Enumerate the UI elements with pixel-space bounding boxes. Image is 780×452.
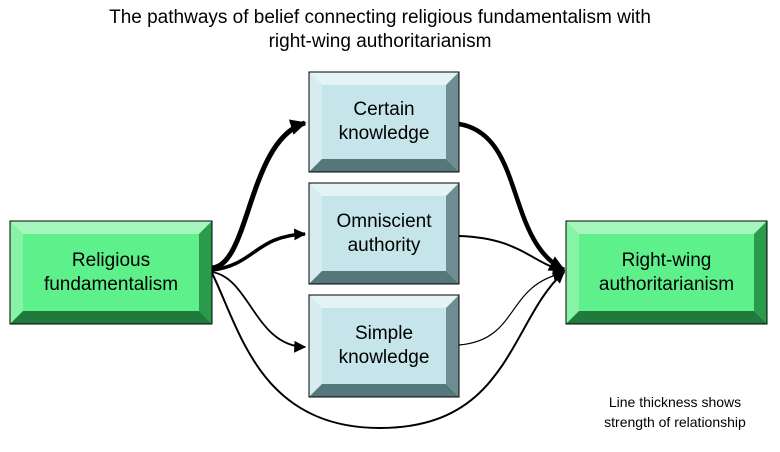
diagram-title: The pathways of belief connecting religi… <box>0 6 760 54</box>
note-line-1: Line thickness shows <box>608 394 742 410</box>
rwa-line-1: Right-wing <box>621 249 712 271</box>
omniscient-line-1: Omniscient <box>336 210 432 232</box>
simple-line-2: knowledge <box>338 347 430 368</box>
simple-knowledge-label: Simple knowledge <box>322 308 446 384</box>
right-wing-authoritarianism-label: Right-wing authoritarianism <box>579 234 754 311</box>
arrow-religious-to-rwa <box>211 271 565 430</box>
certain-line-1: Certain <box>353 99 415 120</box>
title-line-2: right-wing authoritarianism <box>268 31 492 52</box>
simple-knowledge-box <box>308 294 460 398</box>
rwa-line-2: authoritarianism <box>598 273 735 295</box>
arrow-religious-to-omniscient <box>211 228 307 272</box>
arrow-religious-to-certain <box>211 119 307 271</box>
line-thickness-note: Line thickness shows strength of relatio… <box>575 392 775 432</box>
certain-knowledge-label: Certain knowledge <box>322 85 446 159</box>
certain-line-2: knowledge <box>338 123 430 144</box>
certain-knowledge-box <box>308 71 460 173</box>
title-line-1: The pathways of belief connecting religi… <box>109 7 651 28</box>
religious-line-1: Religious <box>71 249 151 271</box>
right-wing-authoritarianism-box <box>565 220 768 325</box>
omniscient-authority-box <box>308 182 460 285</box>
omniscient-authority-label: Omniscient authority <box>322 196 446 271</box>
religious-line-2: fundamentalism <box>43 273 179 295</box>
omniscient-line-2: authority <box>347 234 421 256</box>
note-line-2: strength of relationship <box>604 414 746 430</box>
arrow-certain-to-rwa <box>458 121 566 273</box>
arrow-religious-to-simple <box>211 271 307 353</box>
religious-fundamentalism-label: Religious fundamentalism <box>23 234 199 311</box>
simple-line-1: Simple <box>354 323 414 344</box>
religious-fundamentalism-box <box>9 220 213 325</box>
arrow-omniscient-to-rwa <box>458 235 566 275</box>
arrow-simple-to-rwa <box>458 269 566 346</box>
